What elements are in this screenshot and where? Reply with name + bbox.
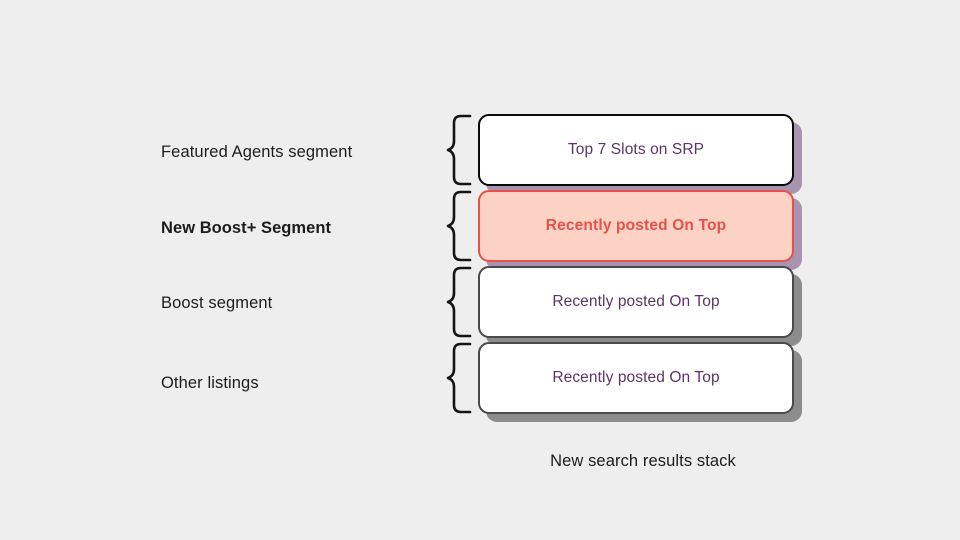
segment-label-new-boost-plus: New Boost+ Segment — [161, 219, 332, 237]
stack-card-new-boost-plus[interactable]: Recently posted On Top — [478, 190, 794, 262]
segment-label-featured-agents: Featured Agents segment — [161, 143, 353, 161]
left-curly-brace-icon-4 — [446, 342, 472, 414]
stack-card-boost[interactable]: Recently posted On Top — [478, 266, 794, 338]
brace-group — [446, 114, 472, 414]
segment-label-other-listings: Other listings — [161, 374, 259, 392]
stack-card-label: Recently posted On Top — [552, 369, 720, 386]
brace-column — [444, 110, 476, 430]
stack-card-other-listings[interactable]: Recently posted On Top — [478, 342, 794, 414]
left-curly-brace-icon-1 — [446, 114, 472, 186]
left-curly-brace-icon-2 — [446, 190, 472, 262]
left-curly-brace-icon-3 — [446, 266, 472, 338]
diagram-caption: New search results stack — [550, 452, 736, 470]
stack-card-label: Top 7 Slots on SRP — [567, 141, 705, 158]
search-results-stack: Top 7 Slots on SRP Recently posted On To… — [478, 114, 808, 434]
stack-card-featured-agents[interactable]: Top 7 Slots on SRP — [478, 114, 794, 186]
segment-label-boost: Boost segment — [161, 294, 273, 312]
stack-card-label: Recently posted On Top — [552, 293, 720, 310]
segment-label-column: Featured Agents segment New Boost+ Segme… — [161, 114, 431, 430]
stack-card-label: Recently posted On Top — [545, 217, 727, 234]
